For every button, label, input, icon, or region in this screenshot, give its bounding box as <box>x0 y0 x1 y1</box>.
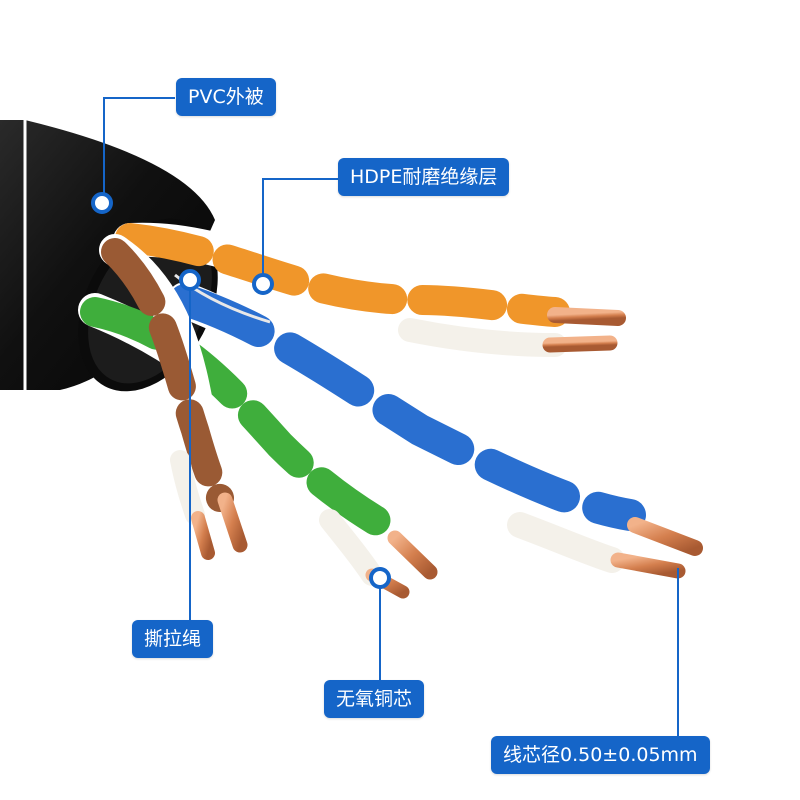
label-ripcord: 撕拉绳 <box>132 620 214 658</box>
label-insulation: HDPE耐磨绝缘层 <box>338 158 510 196</box>
marker-insulation <box>252 273 274 295</box>
label-diameter: 线芯径0.50±0.05mm <box>491 736 710 774</box>
marker-conductor <box>369 567 391 589</box>
marker-dots <box>91 192 391 589</box>
leader-jacket <box>103 97 175 200</box>
label-jacket: PVC外被 <box>176 78 276 116</box>
brown-pair <box>99 234 248 560</box>
marker-jacket <box>91 192 113 214</box>
marker-ripcord <box>179 269 201 291</box>
orange-pair <box>113 222 626 357</box>
leader-lines <box>103 97 679 737</box>
leader-insulation <box>262 178 338 284</box>
blue-pair <box>167 282 703 579</box>
label-conductor: 无氧铜芯 <box>324 680 425 718</box>
